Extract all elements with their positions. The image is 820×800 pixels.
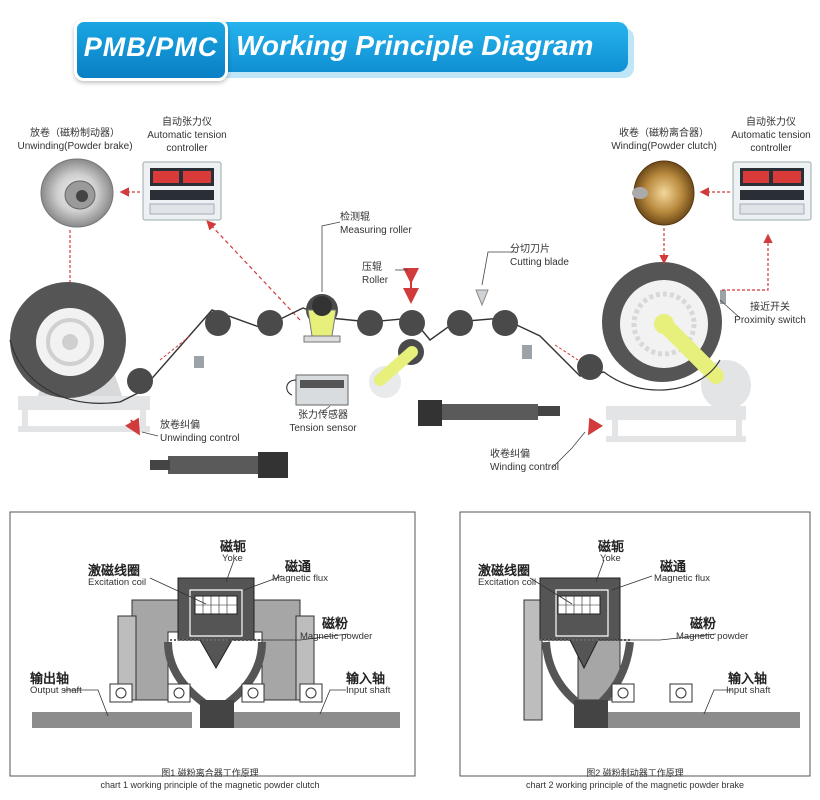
chart1-powder-cn: 磁粉 xyxy=(322,616,349,631)
chart2-input-cn: 输入轴 xyxy=(728,671,768,686)
chart1-flux-en: Magnetic flux xyxy=(272,573,328,584)
controller-right-label-en1: Automatic tension xyxy=(731,130,811,141)
chart1-input-en: Input shaft xyxy=(346,685,391,696)
winding-label-cn: 收卷（磁粉离合器） xyxy=(619,128,709,139)
unwind-actuator xyxy=(150,452,288,478)
proximity-switch-label-cn: 接近开关 xyxy=(750,302,790,313)
chart1-input-cn: 输入轴 xyxy=(346,671,386,686)
controller-left-label-en1: Automatic tension xyxy=(147,130,227,141)
roller-label-en: Roller xyxy=(362,275,389,286)
chart1-frame xyxy=(9,511,416,777)
chart2-coil-en: Excitation coil xyxy=(478,577,537,588)
chart2-powder-cn: 磁粉 xyxy=(690,616,717,631)
measuring-roller-label-en: Measuring roller xyxy=(340,225,412,236)
chart1-output-cn: 输出轴 xyxy=(30,671,70,686)
cutting-blade-shape xyxy=(475,289,489,307)
chart1-output-en: Output shaft xyxy=(30,685,82,696)
header-badge: PMB/PMC xyxy=(74,19,228,81)
tension-controller-right xyxy=(732,161,812,221)
chart2-yoke-en: Yoke xyxy=(600,553,621,564)
chart1-clutch-drawing xyxy=(32,577,400,728)
proximity-switch-label-en: Proximity switch xyxy=(734,315,806,326)
cutting-blade-label-cn: 分切刀片 xyxy=(510,244,550,255)
header-banner: PMB/PMC Working Principle Diagram xyxy=(74,19,636,81)
cutting-blade-label-en: Cutting blade xyxy=(510,257,569,268)
chart1-coil-cn: 激磁线圈 xyxy=(88,563,141,578)
chart1-yoke-cn: 磁轭 xyxy=(220,539,247,554)
controller-right-label-en2: controller xyxy=(750,143,792,154)
measuring-roller-label-cn: 检测辊 xyxy=(340,212,370,223)
unwinding-control-label-en: Unwinding control xyxy=(160,433,240,444)
controller-left-label-cn: 自动张力仪 xyxy=(162,117,212,128)
powder-brake-image xyxy=(40,158,114,228)
page-title: Working Principle Diagram xyxy=(236,30,594,61)
tension-sensor-image xyxy=(286,374,349,406)
chart2-input-en: Input shaft xyxy=(726,685,771,696)
chart2-flux-en: Magnetic flux xyxy=(654,573,710,584)
unwinding-control-label-cn: 放卷纠偏 xyxy=(160,420,200,431)
header-badge-text: PMB/PMC xyxy=(83,32,219,62)
chart2-yoke-cn: 磁轭 xyxy=(598,539,625,554)
chart1-yoke-en: Yoke xyxy=(222,553,243,564)
winding-control-label-en: Winding control xyxy=(490,462,559,473)
chart1-caption-en: chart 1 working principle of the magneti… xyxy=(100,780,320,790)
winding-label-en: Winding(Powder clutch) xyxy=(611,141,717,152)
pressure-roller-lever xyxy=(369,346,418,398)
winding-control-label-cn: 收卷纠偏 xyxy=(490,449,530,460)
chart1-coil-en: Excitation coil xyxy=(88,577,147,588)
tension-sensor-label-cn: 张力传感器 xyxy=(298,410,348,421)
edge-sensors xyxy=(194,290,726,368)
wind-actuator xyxy=(418,400,560,426)
measuring-roller xyxy=(303,296,341,343)
chart2-caption-en: chart 2 working principle of the magneti… xyxy=(525,780,745,790)
chart2-flux-cn: 磁通 xyxy=(660,559,687,574)
tension-sensor-label-en: Tension sensor xyxy=(289,423,357,434)
tension-controller-left xyxy=(142,161,222,221)
rewind-roll xyxy=(602,262,724,384)
chart2-powder-en: Magnetic powder xyxy=(676,631,749,642)
chart1-caption-cn: 图1 磁粉离合器工作原理 xyxy=(161,768,259,778)
unwind-roll xyxy=(10,282,126,398)
unwinding-label-en: Unwinding(Powder brake) xyxy=(17,141,133,152)
roller-label-cn: 压辊 xyxy=(362,262,382,273)
chart1-flux-cn: 磁通 xyxy=(285,559,312,574)
controller-left-label-en2: controller xyxy=(166,143,208,154)
chart2-coil-cn: 激磁线圈 xyxy=(478,563,531,578)
rollers xyxy=(127,294,603,394)
chart1-powder-en: Magnetic powder xyxy=(300,631,373,642)
chart2-frame xyxy=(459,511,811,777)
chart2-brake-drawing xyxy=(523,577,800,728)
chart2-caption-cn: 图2 磁粉制动器工作原理 xyxy=(586,768,684,778)
unwinding-label-cn: 放卷（磁粉制动器） xyxy=(30,128,120,139)
powder-clutch-image xyxy=(632,160,695,226)
controller-right-label-cn: 自动张力仪 xyxy=(746,117,796,128)
